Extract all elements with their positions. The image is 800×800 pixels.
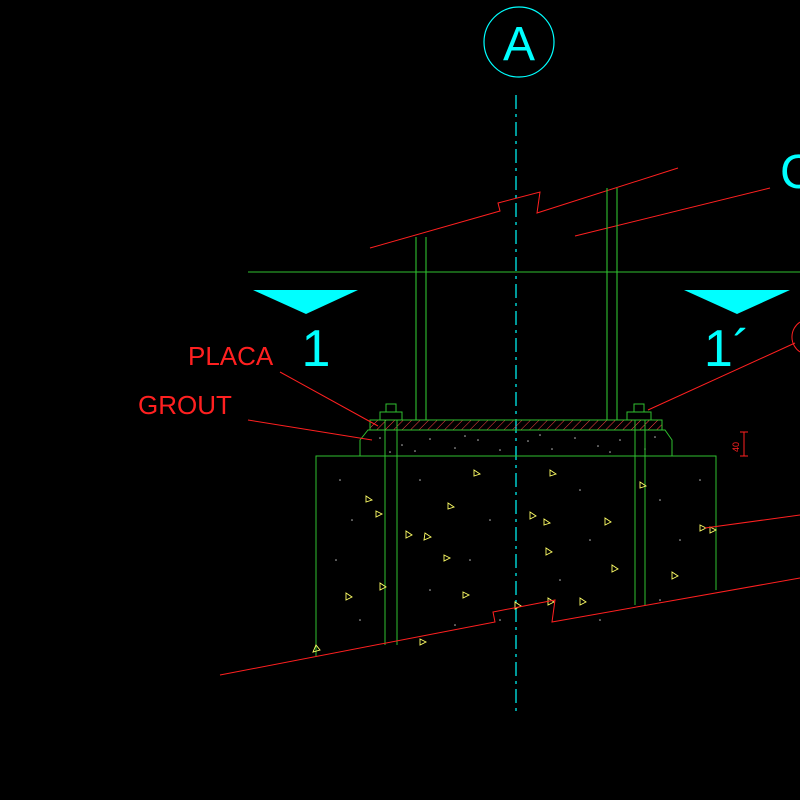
callout-label-grout: GROUT — [138, 390, 232, 420]
dimension-grout-thickness: 40 — [731, 431, 748, 457]
column-section — [415, 188, 618, 420]
partial-bubble-right — [791, 321, 800, 353]
concrete-pedestal — [312, 455, 718, 656]
grid-bubble-a: A — [483, 6, 555, 78]
lower-break-line — [219, 514, 800, 676]
dimension-label: 40 — [731, 442, 741, 452]
callout-label-placa: PLACA — [188, 341, 274, 371]
section-label-right: 1´ — [704, 320, 750, 378]
partial-grid-label-right: C — [780, 146, 800, 199]
anchor-bolt-right — [626, 403, 652, 605]
section-marker-right: 1´ — [684, 290, 790, 378]
callout-leaders — [247, 342, 796, 441]
section-marker-left: 1 — [253, 290, 358, 378]
base-plate — [369, 419, 663, 431]
section-label-left: 1 — [302, 320, 331, 378]
upper-break-line — [369, 167, 771, 249]
grid-label-a: A — [503, 18, 535, 71]
anchor-bolt-left — [379, 403, 403, 645]
